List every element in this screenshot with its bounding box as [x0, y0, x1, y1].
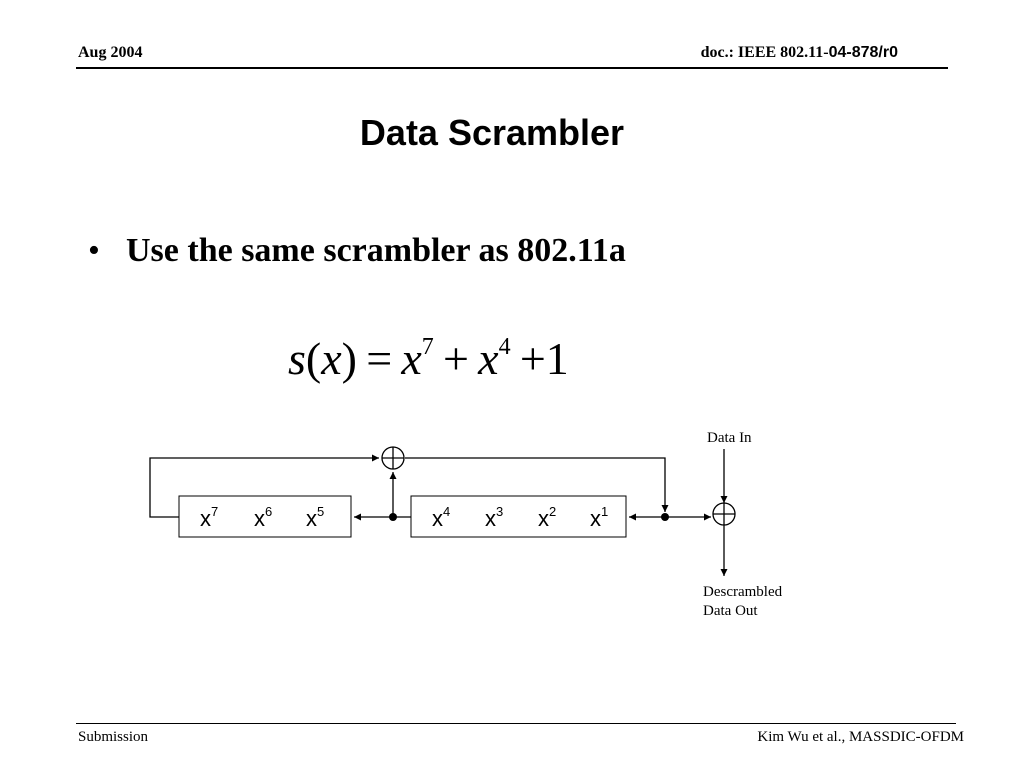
footer-left: Submission	[78, 729, 149, 745]
junction-node-right	[661, 513, 669, 521]
eq-arg: x	[321, 333, 342, 384]
eq-exp-7: 7	[421, 333, 434, 360]
header-doc-id: doc.: IEEE 802.11-04-878/r0	[701, 44, 898, 62]
cell-x3: x3	[485, 504, 503, 531]
bullet-item: • Use the same scrambler as 802.11a	[88, 232, 626, 270]
eq-exp-4: 4	[498, 333, 511, 360]
header-divider	[76, 67, 948, 69]
xor-data-icon	[712, 502, 736, 526]
eq-plus-2: +	[519, 333, 546, 384]
doc-prefix: doc.: IEEE 802.11-	[700, 44, 829, 61]
eq-term-x: x	[401, 333, 422, 384]
eq-term-x2: x	[478, 333, 499, 384]
footer-right: Kim Wu et al., MASSDIC-OFDM	[757, 729, 964, 745]
footer-divider	[76, 723, 956, 724]
eq-func: s	[288, 333, 306, 384]
xor-top-icon	[381, 446, 405, 470]
feedback-path	[149, 454, 379, 518]
header-date: Aug 2004	[78, 44, 143, 61]
data-out-label-line2: Data Out	[703, 603, 758, 619]
register-block-low	[410, 495, 627, 538]
bullet-marker: •	[88, 232, 100, 269]
cell-x7: x7	[200, 504, 218, 531]
cell-x6: x6	[254, 504, 272, 531]
cell-x2: x2	[538, 504, 556, 531]
eq-equals: =	[366, 333, 393, 384]
junction-node-left	[389, 513, 397, 521]
slide-title: Data Scrambler	[359, 112, 625, 153]
doc-number: 04-878/r0	[828, 44, 898, 61]
cell-x4: x4	[432, 504, 450, 531]
eq-constant: 1	[545, 333, 569, 384]
xor-output-path	[405, 457, 669, 512]
cell-x5: x5	[306, 504, 324, 531]
cell-x1: x1	[590, 504, 608, 531]
data-in-label: Data In	[707, 430, 752, 446]
eq-plus-1: +	[443, 333, 469, 384]
data-out-label-line1: Descrambled	[703, 584, 783, 600]
bullet-text: Use the same scrambler as 802.11a	[126, 232, 626, 269]
scrambler-polynomial: s(x) = x7 + x4 +1	[288, 333, 569, 384]
